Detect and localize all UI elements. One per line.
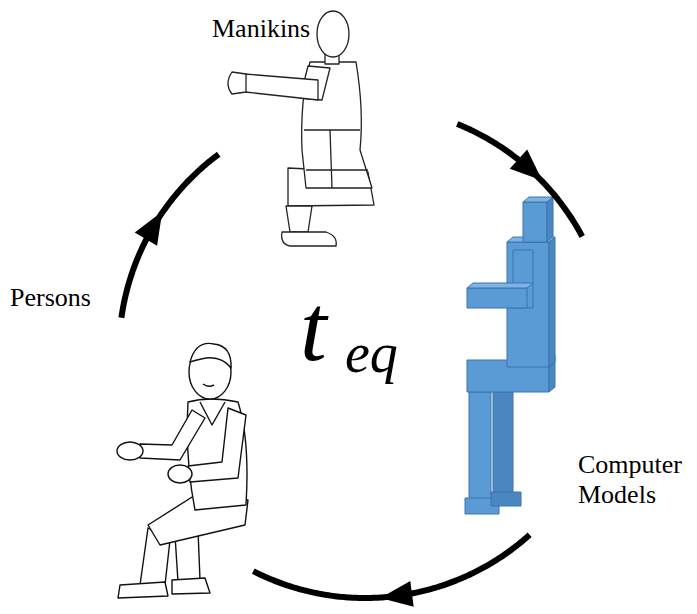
arrow-head: [510, 149, 542, 180]
manikin-figure-part: [228, 72, 246, 94]
person-figure-part: [200, 402, 225, 425]
computer-model-figure-part: [491, 492, 521, 506]
computer-model-figure-part: [467, 283, 533, 288]
manikin-figure: [228, 11, 374, 246]
arrow-head: [380, 581, 413, 607]
person-figure-part: [168, 465, 192, 483]
figure-node: Manikins: [222, 8, 378, 250]
computer-model-figure-part: [523, 197, 553, 202]
manikin-figure-part: [282, 232, 337, 246]
cycle-arrow: [121, 154, 218, 318]
figure-label: Persons: [10, 283, 91, 313]
computer-model-figure-part: [467, 288, 527, 308]
manikin-figure-part: [317, 11, 349, 57]
arrow-head: [135, 212, 163, 246]
figure-label: Computer Models: [578, 450, 690, 510]
person-figure-part: [190, 343, 231, 368]
manikin-figure-part: [304, 129, 360, 130]
person-figure-part: [118, 582, 168, 598]
person-figure-part: [188, 408, 246, 482]
person-figure-part: [172, 578, 210, 594]
figure-label: Manikins: [212, 14, 310, 44]
computer-model-figure-part: [493, 392, 513, 496]
computer-model-figure-part: [523, 202, 547, 242]
computer-model-figure-part: [547, 197, 553, 242]
manikin-figure-part: [306, 169, 368, 170]
person-figure-part: [140, 410, 205, 460]
person-figure-part: [203, 384, 214, 386]
symbol-base: t: [300, 280, 327, 376]
figure-node: Computer Models: [462, 245, 556, 516]
person-figure-part: [117, 442, 143, 460]
computer-model-figure-part: [469, 392, 491, 500]
manikin-figure-part: [286, 206, 312, 232]
cycle-arrow: [457, 124, 582, 237]
computer-model-figure-part: [549, 237, 555, 367]
computer-model-figure: [465, 197, 555, 514]
cycle-arrow: [253, 535, 529, 598]
figure-node: Persons: [112, 338, 250, 602]
manikin-figure-part: [330, 130, 332, 188]
manikin-figure-part: [245, 74, 318, 100]
person-figure: [117, 343, 248, 598]
symbol-subscript: eq: [345, 325, 398, 381]
